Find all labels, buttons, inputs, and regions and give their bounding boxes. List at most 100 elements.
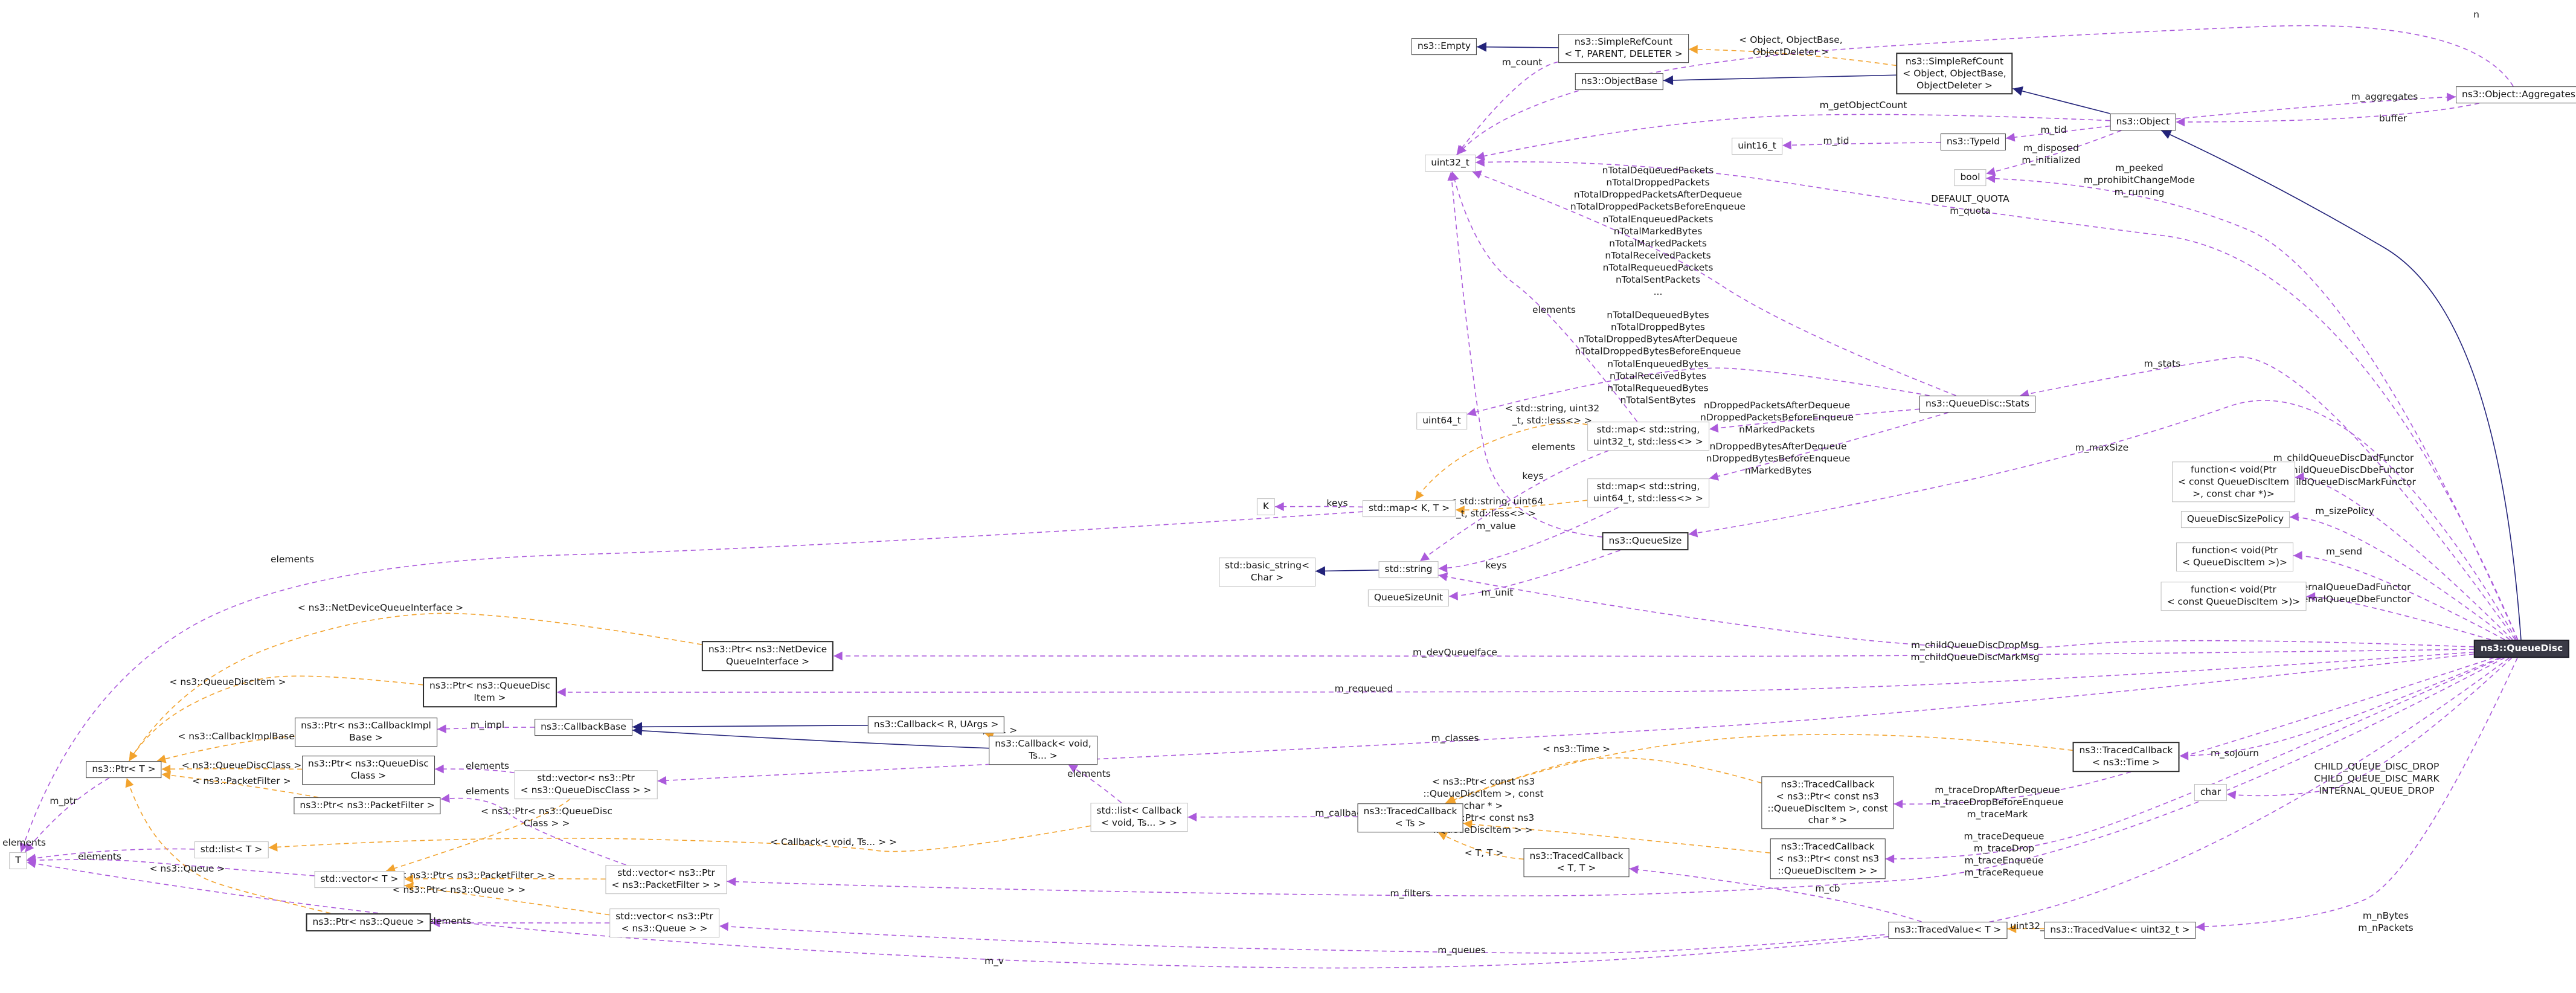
edge-label: m_value (1476, 520, 1516, 532)
edge-map_kt-to-t (19, 511, 1363, 853)
edge-tracedvalue_u32-to-tracedvalue_t (2007, 924, 2044, 933)
node-tracedcb_item_char[interactable]: ns3::TracedCallback < ns3::Ptr< const ns… (1761, 776, 1894, 829)
edge-label: < ns3::Queue > (149, 863, 225, 874)
node-ptr_queue[interactable]: ns3::Ptr< ns3::Queue > (306, 913, 431, 931)
edge-vec_qdc-to-vec_t (386, 799, 571, 873)
edge-queuedisc-to-vec_queue (719, 657, 2510, 954)
edge-label: < ns3::Ptr< ns3::PacketFilter > > (399, 869, 556, 881)
node-string[interactable]: std::string (1378, 561, 1439, 578)
node-src_obj[interactable]: ns3::SimpleRefCount < Object, ObjectBase… (1896, 53, 2013, 95)
edge-ptr_qdclass-to-ptr_t (161, 764, 303, 774)
node-empty[interactable]: ns3::Empty (1411, 38, 1477, 55)
edge-label: m_peeked m_prohibitChangeMode m_running (2083, 162, 2195, 198)
node-char[interactable]: char (2194, 784, 2228, 801)
node-qsu[interactable]: QueueSizeUnit (1367, 590, 1450, 606)
node-k[interactable]: K (1256, 498, 1276, 515)
node-cb_base[interactable]: ns3::CallbackBase (535, 719, 632, 736)
node-tracedvalue_t[interactable]: ns3::TracedValue< T > (1888, 922, 2008, 939)
node-ptr_qdi[interactable]: ns3::Ptr< ns3::QueueDisc Item > (423, 677, 557, 707)
node-ptr_t[interactable]: ns3::Ptr< T > (86, 761, 162, 778)
edge-cb_void_ts-to-cb_base (632, 725, 989, 749)
edge-label: m_traceDequeue m_traceDrop m_traceEnqueu… (1964, 831, 2044, 879)
edge-tracedcb_tt-to-tracedcb_ts (1437, 832, 1524, 860)
edge-label: < ns3::Ptr< const ns3 ::QueueDiscItem >,… (1423, 776, 1544, 812)
edge-label: < ns3::PacketFilter > (192, 775, 291, 786)
edge-object-to-typeid (2005, 125, 2110, 142)
node-vec_pf[interactable]: std::vector< ns3::Ptr < ns3::PacketFilte… (605, 865, 727, 894)
node-vec_t[interactable]: std::vector< T > (314, 871, 405, 888)
node-aggregates[interactable]: ns3::Object::Aggregates (2455, 86, 2576, 103)
edge-queuedisc-to-ptr_qdi (556, 651, 2475, 697)
node-tracedvalue_u32[interactable]: ns3::TracedValue< uint32_t > (2044, 922, 2196, 939)
edge-string-to-basic_string (1315, 566, 1379, 576)
node-objectbase[interactable]: ns3::ObjectBase (1575, 73, 1664, 90)
edge-cb_base-to-ptr_cb_impl (437, 724, 535, 734)
edge-label: < T, T > (1464, 847, 1504, 858)
node-uint64[interactable]: uint64_t (1416, 413, 1467, 429)
node-tracedcb_item[interactable]: ns3::TracedCallback < ns3::Ptr< const ns… (1770, 838, 1886, 879)
node-tracedcb_ts[interactable]: ns3::TracedCallback < Ts > (1357, 803, 1463, 832)
node-map_kt[interactable]: std::map< K, T > (1362, 500, 1456, 517)
node-uint32[interactable]: uint32_t (1425, 155, 1476, 172)
node-ptr_pf[interactable]: ns3::Ptr< ns3::PacketFilter > (294, 797, 441, 814)
edge-label: elements (466, 760, 509, 771)
edge-queuedisc-to-stats (2020, 356, 2516, 640)
edge-label: m_filters (1390, 887, 1431, 899)
node-ptr_cb_impl[interactable]: ns3::Ptr< ns3::CallbackImpl Base > (295, 718, 437, 747)
node-list_t[interactable]: std::list< T > (194, 841, 269, 858)
edge-tracedcb_item_char-to-tracedcb_ts (1445, 757, 1762, 805)
node-fn_const_item[interactable]: function< void(Ptr < const QueueDiscItem… (2160, 582, 2307, 611)
edge-src_t-to-empty (1476, 42, 1559, 52)
edge-queuedisc-to-tracedcb_time (2179, 657, 2501, 760)
node-object[interactable]: ns3::Object (2110, 114, 2176, 130)
edge-map_u32-to-uint32 (1450, 171, 1638, 422)
node-map_u64[interactable]: std::map< std::string, uint64_t, std::le… (1587, 478, 1709, 507)
node-vec_queue[interactable]: std::vector< ns3::Ptr < ns3::Queue > > (609, 908, 719, 937)
node-uint16[interactable]: uint16_t (1732, 138, 1782, 155)
edge-label: nTotalDequeuedBytes nTotalDroppedBytes n… (1575, 309, 1741, 406)
edge-label: < Callback< void, Ts... > > (770, 836, 897, 847)
node-tracedcb_time[interactable]: ns3::TracedCallback < ns3::Time > (2072, 742, 2180, 772)
edge-label: m_queues (1437, 944, 1486, 956)
edge-queuedisc-to-string (1438, 572, 2475, 649)
edge-stats-to-uint32 (1472, 170, 1956, 396)
edge-list_cb-to-list_t (268, 825, 1091, 852)
edge-tracedcb_time-to-tracedcb_ts (1446, 734, 2073, 805)
node-ptr_ndqi[interactable]: ns3::Ptr< ns3::NetDevice QueueInterface … (701, 641, 834, 671)
node-stats[interactable]: ns3::QueueDisc::Stats (1919, 396, 2035, 413)
node-queuesize[interactable]: ns3::QueueSize (1602, 532, 1689, 550)
edge-tracedvalue_t-to-tracedcb_tt (1629, 865, 1922, 922)
edge-label: elements (1067, 768, 1111, 779)
node-fn_item_char[interactable]: function< void(Ptr < const QueueDiscItem… (2172, 461, 2295, 503)
node-vec_qdc[interactable]: std::vector< ns3::Ptr < ns3::QueueDiscCl… (514, 770, 658, 799)
node-cb_void_ts[interactable]: ns3::Callback< void, Ts... > (989, 736, 1097, 765)
edge-label: < ns3::QueueDiscClass > (181, 759, 302, 771)
edge-label: nDroppedPacketsAfterDequeue nDroppedPack… (1700, 399, 1854, 435)
edge-map_u32-to-string (1419, 450, 1609, 562)
edge-label: m_devQueueIface (1413, 646, 1497, 658)
edge-list_cb-to-cb_void_ts (1068, 764, 1122, 803)
node-map_u32[interactable]: std::map< std::string, uint32_t, std::le… (1587, 422, 1709, 451)
node-bool[interactable]: bool (1954, 169, 1987, 186)
edge-label: m_childQueueDiscDropMsg m_childQueueDisc… (1910, 639, 2040, 663)
node-basic_string[interactable]: std::basic_string< Char > (1219, 558, 1315, 586)
edge-stats-to-map_u32 (1709, 408, 1920, 433)
edge-queuedisc-to-queuesize (1688, 400, 2517, 640)
node-qdsp[interactable]: QueueDiscSizePolicy (2180, 511, 2290, 528)
edge-label: DEFAULT_QUOTA m_quota (1931, 193, 2009, 216)
node-tracedcb_tt[interactable]: ns3::TracedCallback < T, T > (1523, 848, 1630, 877)
edge-vec_t-to-t (27, 855, 315, 876)
node-ptr_qdclass[interactable]: ns3::Ptr< ns3::QueueDisc Class > (302, 756, 435, 785)
edge-tracedcb_item-to-tracedcb_ts (1463, 820, 1770, 853)
edge-ptr_cb_impl-to-ptr_t (156, 736, 295, 763)
edge-object-to-src_obj (2012, 86, 2110, 114)
node-fn_item[interactable]: function< void(Ptr < QueueDiscItem >)> (2176, 542, 2293, 571)
node-t[interactable]: T (9, 852, 27, 869)
node-list_cb[interactable]: std::list< Callback < void, Ts... > > (1090, 803, 1188, 832)
edge-label: elements (78, 850, 121, 862)
node-cb_r_uargs[interactable]: ns3::Callback< R, UArgs > (867, 716, 1005, 733)
node-typeid[interactable]: ns3::TypeId (1940, 133, 2006, 150)
node-queuedisc[interactable]: ns3::QueueDisc (2473, 640, 2570, 658)
node-src_t[interactable]: ns3::SimpleRefCount < T, PARENT, DELETER… (1558, 34, 1689, 63)
